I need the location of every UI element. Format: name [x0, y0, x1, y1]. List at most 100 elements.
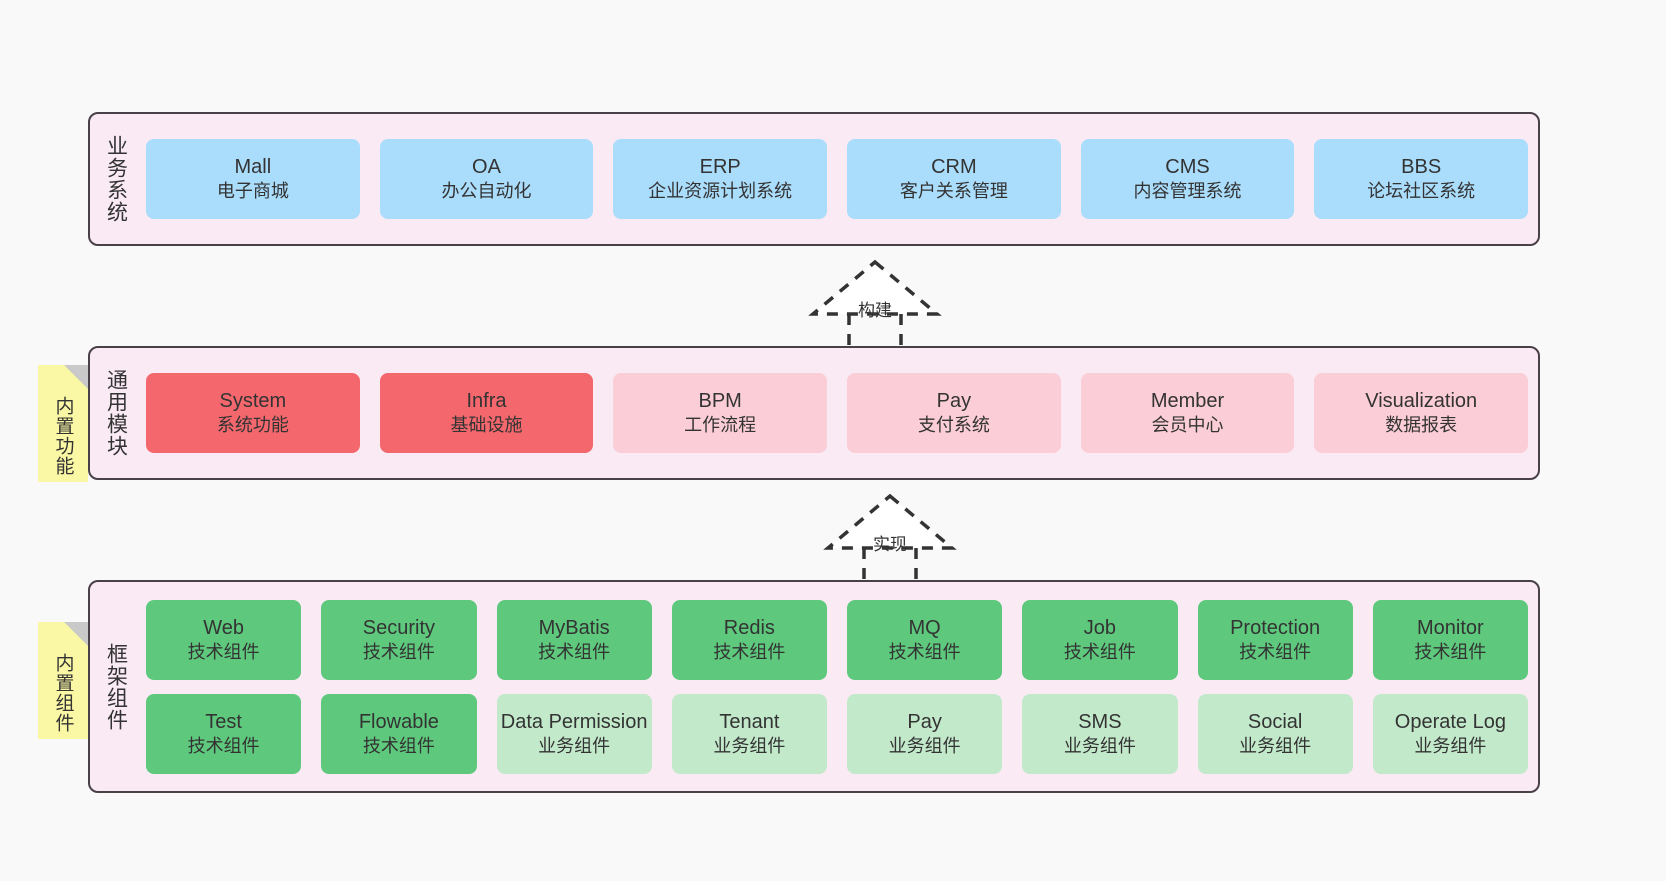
card-title: Pay: [936, 390, 972, 413]
card-subtitle: 客户关系管理: [899, 181, 1008, 202]
layer-business-title: 业务系统: [104, 135, 128, 223]
card-subtitle: 业务组件: [538, 735, 611, 756]
module-card-pay[interactable]: Pay 支付系统: [847, 373, 1061, 453]
card-title: Web: [203, 616, 244, 639]
card-subtitle: 数据报表: [1385, 415, 1458, 436]
card-title: Security: [362, 616, 435, 639]
framework-card-redis[interactable]: Redis 技术组件: [671, 599, 827, 680]
card-title: Data Permission: [500, 710, 648, 733]
card-title: Flowable: [358, 710, 439, 733]
framework-card-sms[interactable]: SMS 业务组件: [1022, 693, 1178, 774]
business-card-crm[interactable]: CRM 客户关系管理: [847, 139, 1061, 219]
card-subtitle: 技术组件: [713, 641, 786, 662]
layer-business-body: Mall 电子商城 OA 办公自动化 ERP 企业资源计划系统 CRM 客户关系…: [142, 114, 1538, 244]
framework-tech-row: Web 技术组件 Security 技术组件 MyBatis 技术组件 Redi…: [146, 599, 1528, 680]
card-subtitle: 技术组件: [187, 641, 260, 662]
business-card-oa[interactable]: OA 办公自动化: [379, 139, 594, 219]
note-fold-corner-icon: [64, 365, 88, 389]
card-subtitle: 技术组件: [362, 735, 435, 756]
business-card-bbs[interactable]: BBS 论坛社区系统: [1314, 139, 1529, 219]
card-subtitle: 技术组件: [1239, 641, 1312, 662]
layer-business-systems: 业务系统 Mall 电子商城 OA 办公自动化 ERP 企业资源计划系统 CRM: [88, 112, 1540, 246]
card-title: Tenant: [719, 710, 780, 733]
card-subtitle: 业务组件: [713, 735, 786, 756]
framework-card-tenant[interactable]: Tenant 业务组件: [671, 693, 827, 774]
framework-card-job[interactable]: Job 技术组件: [1022, 599, 1178, 680]
card-subtitle: 会员中心: [1151, 415, 1224, 436]
card-title: Member: [1150, 390, 1225, 413]
business-card-cms[interactable]: CMS 内容管理系统: [1080, 139, 1295, 219]
note-builtin-features: 内置功能: [38, 365, 88, 482]
framework-card-web[interactable]: Web 技术组件: [146, 599, 302, 680]
framework-card-operate-log[interactable]: Operate Log 业务组件: [1372, 693, 1528, 774]
framework-card-protection[interactable]: Protection 技术组件: [1197, 599, 1353, 680]
card-subtitle: 业务组件: [1239, 735, 1312, 756]
card-subtitle: 工作流程: [684, 415, 757, 436]
card-title: OA: [472, 156, 501, 179]
framework-card-mybatis[interactable]: MyBatis 技术组件: [496, 599, 652, 680]
layer-common-modules: 通用模块 System 系统功能 Infra 基础设施 BPM 工作流程 Pay: [88, 346, 1540, 480]
card-subtitle: 企业资源计划系统: [648, 181, 793, 202]
framework-business-row: Test 技术组件 Flowable 技术组件 Data Permission …: [146, 693, 1528, 774]
framework-card-data-permission[interactable]: Data Permission 业务组件: [496, 693, 652, 774]
layer-framework-title: 框架组件: [104, 642, 128, 731]
business-card-row: Mall 电子商城 OA 办公自动化 ERP 企业资源计划系统 CRM 客户关系…: [146, 139, 1529, 219]
card-title: System: [219, 390, 287, 413]
card-title: Monitor: [1417, 616, 1484, 639]
card-title: ERP: [699, 156, 741, 179]
connector-build-label: 构建: [858, 301, 892, 320]
card-title: Visualization: [1365, 390, 1478, 413]
card-subtitle: 业务组件: [1414, 735, 1487, 756]
layer-framework-body: Web 技术组件 Security 技术组件 MyBatis 技术组件 Redi…: [142, 582, 1538, 791]
framework-card-security[interactable]: Security 技术组件: [321, 599, 477, 680]
card-title: Social: [1247, 710, 1303, 733]
layer-modules-title: 通用模块: [104, 369, 128, 457]
card-title: Protection: [1230, 616, 1321, 639]
layer-framework-components: 框架组件 Web 技术组件 Security 技术组件 MyBatis 技术组件…: [88, 580, 1540, 793]
card-title: Job: [1083, 616, 1116, 639]
card-subtitle: 系统功能: [216, 415, 289, 436]
note-fold-corner-icon: [64, 622, 88, 646]
connector-build: 构建: [800, 258, 950, 354]
card-subtitle: 支付系统: [917, 415, 990, 436]
framework-card-monitor[interactable]: Monitor 技术组件: [1372, 599, 1528, 680]
card-subtitle: 技术组件: [538, 641, 611, 662]
module-card-infra[interactable]: Infra 基础设施: [379, 373, 594, 453]
framework-card-test[interactable]: Test 技术组件: [146, 693, 302, 774]
card-subtitle: 业务组件: [888, 735, 961, 756]
card-subtitle: 技术组件: [187, 735, 260, 756]
framework-card-pay[interactable]: Pay 业务组件: [847, 693, 1003, 774]
card-subtitle: 技术组件: [888, 641, 961, 662]
card-title: BPM: [698, 390, 742, 413]
module-card-system[interactable]: System 系统功能: [146, 373, 360, 453]
framework-card-social[interactable]: Social 业务组件: [1197, 693, 1353, 774]
card-title: Redis: [723, 616, 775, 639]
note-builtin-components-label: 内置组件: [52, 652, 74, 733]
framework-card-flowable[interactable]: Flowable 技术组件: [321, 693, 477, 774]
card-title: SMS: [1078, 710, 1122, 733]
note-builtin-features-label: 内置功能: [52, 395, 74, 476]
card-title: BBS: [1401, 156, 1442, 179]
card-subtitle: 技术组件: [1414, 641, 1487, 662]
card-subtitle: 技术组件: [1063, 641, 1136, 662]
card-subtitle: 业务组件: [1063, 735, 1136, 756]
card-subtitle: 电子商城: [216, 181, 289, 202]
module-card-visualization[interactable]: Visualization 数据报表: [1314, 373, 1529, 453]
business-card-mall[interactable]: Mall 电子商城: [146, 139, 360, 219]
connector-implement-label: 实现: [873, 535, 907, 554]
card-subtitle: 基础设施: [450, 415, 523, 436]
connector-implement: 实现: [815, 492, 965, 588]
module-card-member[interactable]: Member 会员中心: [1080, 373, 1295, 453]
card-title: MQ: [908, 616, 941, 639]
card-subtitle: 论坛社区系统: [1367, 181, 1476, 202]
business-card-erp[interactable]: ERP 企业资源计划系统: [613, 139, 828, 219]
card-title: MyBatis: [538, 616, 610, 639]
card-title: CRM: [931, 156, 977, 179]
framework-card-mq[interactable]: MQ 技术组件: [847, 599, 1003, 680]
module-card-bpm[interactable]: BPM 工作流程: [613, 373, 828, 453]
note-builtin-components: 内置组件: [38, 622, 88, 739]
card-title: Test: [205, 710, 242, 733]
module-card-row: System 系统功能 Infra 基础设施 BPM 工作流程 Pay 支付系统…: [146, 373, 1529, 453]
card-title: CMS: [1165, 156, 1210, 179]
